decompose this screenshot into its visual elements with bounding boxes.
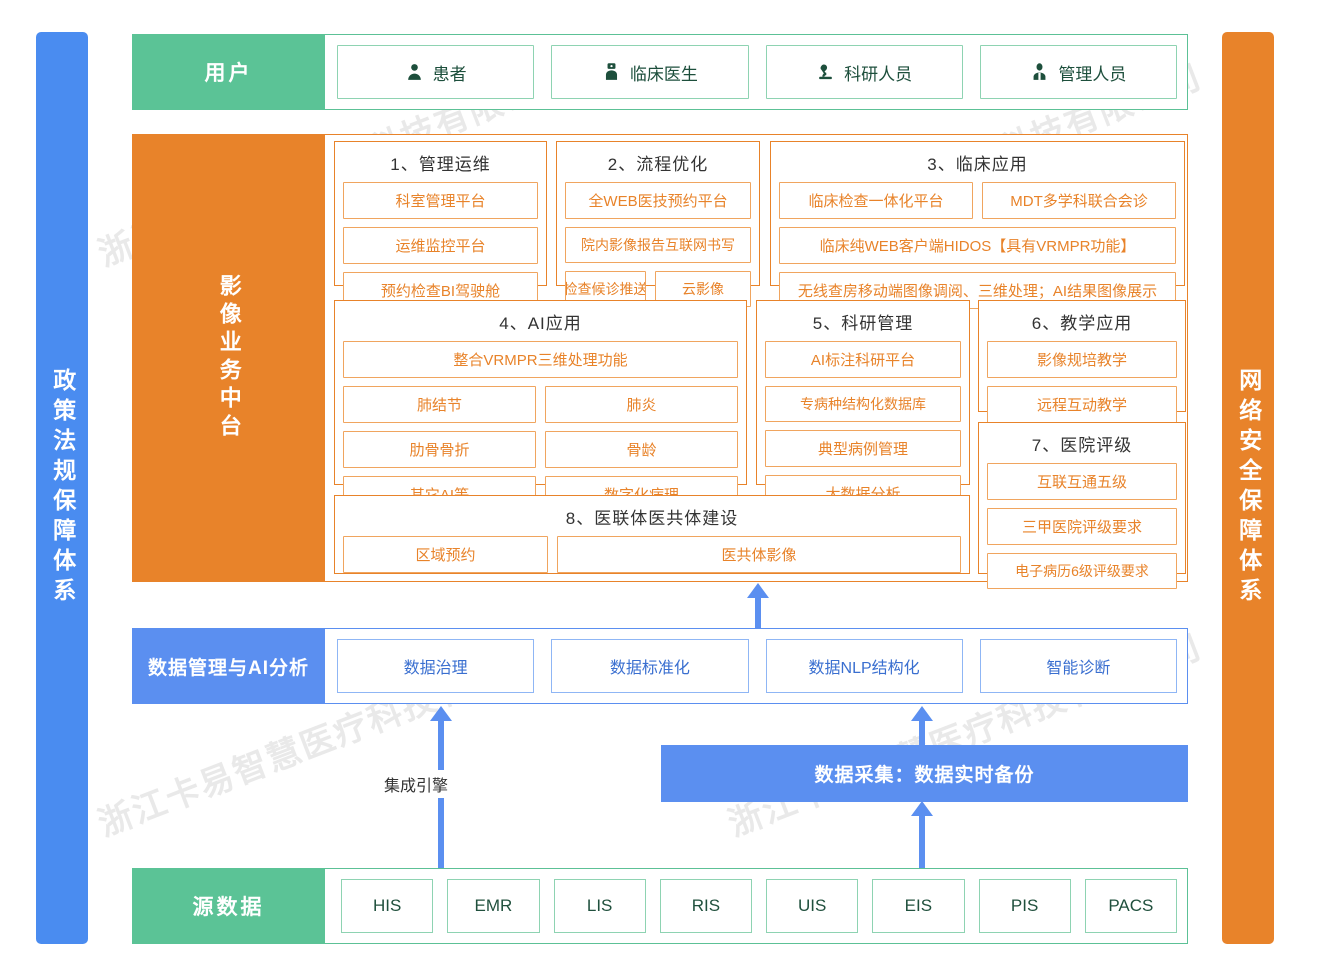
integration-engine-label: 集成引擎: [352, 770, 480, 798]
platform-cell[interactable]: 影像规培教学: [987, 341, 1177, 378]
right-sidebar-security: 网络安全保障体系: [1222, 32, 1274, 944]
user-chip-clinician[interactable]: 临床医生: [551, 45, 749, 99]
user-chip-list: 患者 临床医生 科研人员 管理人员: [337, 45, 1177, 99]
group-research-management: 5、科研管理 AI标注科研平台 专病种结构化数据库 典型病例管理 大数据分析: [756, 300, 970, 512]
platform-cell[interactable]: 全WEB医技预约平台: [565, 182, 751, 219]
group-process-optimization: 2、流程优化 全WEB医技预约平台 院内影像报告互联网书写 检查候诊推送 云影像: [556, 141, 760, 307]
group-teaching-application: 6、教学应用 影像规培教学 远程互动教学: [978, 300, 1186, 423]
group-row: 电子病历6级评级要求: [987, 553, 1177, 589]
source-chip-pacs[interactable]: PACS: [1084, 879, 1177, 933]
data-chip-governance[interactable]: 数据治理: [337, 639, 535, 693]
user-chip-researcher[interactable]: 科研人员: [765, 45, 963, 99]
group-row: AI标注科研平台: [765, 341, 961, 378]
platform-cell[interactable]: 专病种结构化数据库: [765, 386, 961, 422]
group-title: 5、科研管理: [812, 314, 914, 333]
platform-cell[interactable]: 肺结节: [343, 386, 536, 423]
group-row: 临床检查一体化平台 MDT多学科联合会诊: [779, 182, 1176, 219]
source-chip-his[interactable]: HIS: [341, 879, 434, 933]
platform-cell[interactable]: 骨龄: [545, 431, 738, 468]
platform-cell[interactable]: 区域预约: [343, 536, 548, 573]
group-row: 肋骨骨折 骨龄: [343, 431, 738, 468]
platform-cell[interactable]: 临床检查一体化平台: [779, 182, 973, 219]
platform-cell[interactable]: 远程互动教学: [987, 386, 1177, 423]
group-row: 整合VRMPR三维处理功能: [343, 341, 738, 378]
group-row: 典型病例管理: [765, 430, 961, 467]
source-chip-eis[interactable]: EIS: [872, 879, 965, 933]
platform-cell[interactable]: MDT多学科联合会诊: [982, 182, 1176, 219]
group-title: 8、医联体医共体建设: [565, 509, 739, 528]
group-ai-application: 4、AI应用 整合VRMPR三维处理功能 肺结节 肺炎 肋骨骨折 骨龄 其它AI…: [334, 300, 747, 513]
platform-cell[interactable]: 医共体影像: [557, 536, 961, 573]
group-title: 7、医院评级: [1031, 436, 1133, 455]
group-row: 运维监控平台: [343, 227, 538, 264]
data-chip-smart-diagnosis[interactable]: 智能诊断: [979, 639, 1177, 693]
user-chip-patient[interactable]: 患者: [337, 45, 535, 99]
data-collection-bar: 数据采集：数据实时备份: [661, 745, 1188, 802]
data-chip-nlp[interactable]: 数据NLP结构化: [765, 639, 963, 693]
group-row: 区域预约 医共体影像: [343, 536, 961, 573]
platform-cell[interactable]: 互联互通五级: [987, 463, 1177, 500]
group-row: 肺结节 肺炎: [343, 386, 738, 423]
platform-cell[interactable]: 临床纯WEB客户端HIDOS【具有VRMPR功能】: [779, 227, 1176, 264]
doctor-icon: [602, 61, 621, 83]
user-band-label: 用户: [132, 34, 325, 110]
group-row: 远程互动教学: [987, 386, 1177, 423]
source-chip-emr[interactable]: EMR: [447, 879, 540, 933]
person-icon: [405, 61, 424, 83]
source-chip-lis[interactable]: LIS: [553, 879, 646, 933]
microscope-icon: [816, 61, 835, 83]
group-row: 专病种结构化数据库: [765, 386, 961, 422]
arrow-source-to-collect: [911, 801, 933, 869]
platform-cell[interactable]: 典型病例管理: [765, 430, 961, 467]
group-hospital-rating: 7、医院评级 互联互通五级 三甲医院评级要求 电子病历6级评级要求: [978, 422, 1186, 589]
group-title: 6、教学应用: [1031, 314, 1133, 333]
group-medical-alliance: 8、医联体医共体建设 区域预约 医共体影像: [334, 495, 970, 574]
left-sidebar-policy: 政策法规保障体系: [36, 32, 88, 944]
group-row: 院内影像报告互联网书写: [565, 227, 751, 263]
platform-cell[interactable]: 整合VRMPR三维处理功能: [343, 341, 738, 378]
user-chip-label: 科研人员: [844, 64, 913, 84]
arrow-up-to-platform: [747, 583, 769, 628]
group-title: 4、AI应用: [499, 314, 582, 333]
group-clinical-application: 3、临床应用 临床检查一体化平台 MDT多学科联合会诊 临床纯WEB客户端HID…: [770, 141, 1185, 309]
group-management-ops: 1、管理运维 科室管理平台 运维监控平台 预约检查BI驾驶舱: [334, 141, 547, 309]
middle-platform-label: 影像业务中台: [132, 134, 325, 582]
data-management-chip-list: 数据治理 数据标准化 数据NLP结构化 智能诊断: [337, 639, 1177, 693]
user-chip-label: 患者: [432, 64, 467, 84]
user-chip-label: 临床医生: [629, 64, 698, 84]
source-data-chip-list: HIS EMR LIS RIS UIS EIS PIS PACS: [341, 879, 1177, 933]
group-row: 临床纯WEB客户端HIDOS【具有VRMPR功能】: [779, 227, 1176, 264]
source-chip-pis[interactable]: PIS: [978, 879, 1071, 933]
group-title: 1、管理运维: [390, 155, 491, 174]
arrow-collect-to-management: [911, 706, 933, 747]
data-management-label: 数据管理与AI分析: [132, 628, 325, 704]
group-row: 科室管理平台: [343, 182, 538, 219]
user-chip-administrator[interactable]: 管理人员: [979, 45, 1177, 99]
group-row: 三甲医院评级要求: [987, 508, 1177, 545]
platform-cell[interactable]: AI标注科研平台: [765, 341, 961, 378]
group-row: 影像规培教学: [987, 341, 1177, 378]
source-chip-ris[interactable]: RIS: [659, 879, 752, 933]
group-row: 全WEB医技预约平台: [565, 182, 751, 219]
platform-cell[interactable]: 三甲医院评级要求: [987, 508, 1177, 545]
platform-cell[interactable]: 肺炎: [545, 386, 738, 423]
platform-cell[interactable]: 肋骨骨折: [343, 431, 536, 468]
group-title: 2、流程优化: [607, 155, 709, 174]
source-data-label: 源数据: [132, 868, 325, 944]
group-title: 3、临床应用: [927, 155, 1028, 174]
group-row: 互联互通五级: [987, 463, 1177, 500]
platform-cell[interactable]: 院内影像报告互联网书写: [565, 227, 751, 263]
platform-cell[interactable]: 科室管理平台: [343, 182, 538, 219]
manager-icon: [1030, 61, 1049, 83]
platform-cell[interactable]: 运维监控平台: [343, 227, 538, 264]
data-chip-standardization[interactable]: 数据标准化: [551, 639, 749, 693]
user-chip-label: 管理人员: [1058, 64, 1127, 84]
source-chip-uis[interactable]: UIS: [766, 879, 859, 933]
platform-cell[interactable]: 电子病历6级评级要求: [987, 553, 1177, 589]
